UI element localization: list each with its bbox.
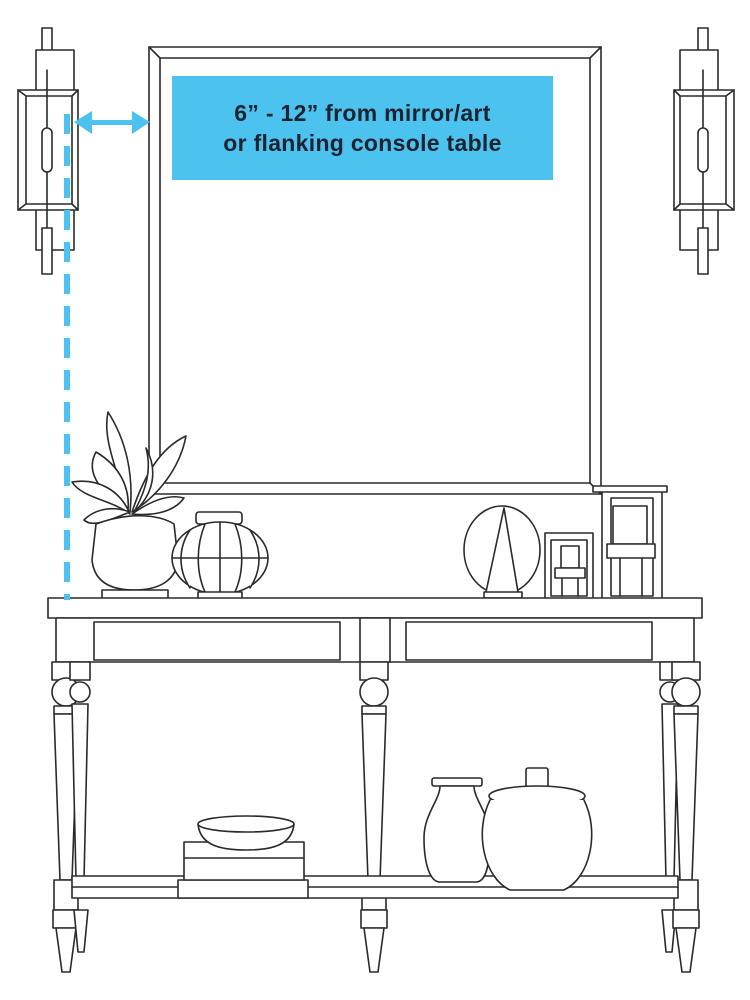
lidded-jar — [481, 767, 593, 891]
callout-line-2: or flanking console table — [223, 130, 502, 156]
tall-candle-holder — [592, 485, 668, 601]
double-headed-arrow-icon — [74, 111, 150, 134]
console-table — [47, 597, 703, 973]
callout-line-1: 6” - 12” from mirror/art — [234, 100, 491, 126]
table-leg-center — [359, 617, 391, 973]
bowl-on-books — [177, 815, 309, 899]
right-wall-sconce — [673, 27, 735, 275]
egg-sculpture — [463, 505, 541, 599]
table-leg-left-rear — [69, 661, 91, 953]
ceramic-vase — [423, 777, 491, 883]
distance-callout: 6” - 12” from mirror/art or flanking con… — [172, 76, 553, 180]
callout-box — [172, 76, 553, 180]
round-lantern — [171, 511, 269, 601]
table-leg-right — [671, 661, 701, 973]
table-leg-right-rear — [659, 661, 681, 953]
potted-plant — [71, 411, 187, 600]
small-candle-holder — [544, 532, 594, 601]
